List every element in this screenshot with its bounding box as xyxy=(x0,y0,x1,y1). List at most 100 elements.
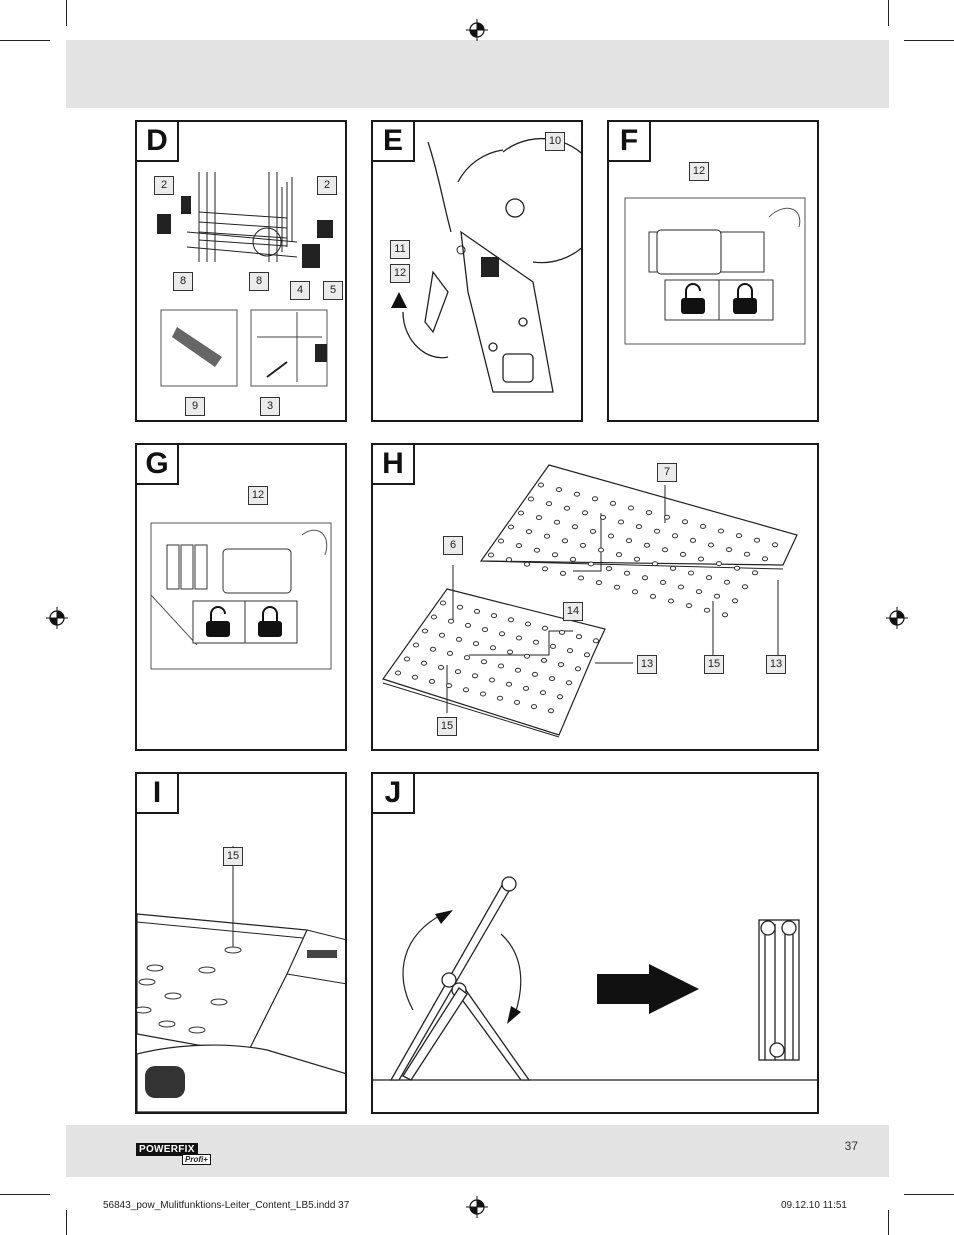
logo-sub-text: Profi+ xyxy=(182,1154,211,1165)
callout-label: 15 xyxy=(223,847,243,866)
perforation-hole xyxy=(653,528,661,534)
callout-label: 14 xyxy=(563,602,583,621)
panel-letter: F xyxy=(609,122,651,162)
powerfix-logo: POWERFIX Profi+ xyxy=(136,1143,214,1165)
perforation-hole xyxy=(164,992,182,1000)
callout-label: 8 xyxy=(173,272,193,291)
perforation-hole xyxy=(591,496,599,502)
perforation-hole xyxy=(545,501,553,507)
perforation-hole xyxy=(579,542,587,548)
perforation-hole xyxy=(705,575,713,581)
perforation-hole xyxy=(609,500,617,506)
perforation-hole xyxy=(717,528,725,534)
perforation-hole xyxy=(530,704,538,710)
platform-closeup-illustration xyxy=(137,846,345,1112)
crop-mark xyxy=(66,0,67,26)
perforation-hole xyxy=(481,627,489,633)
perforation-hole xyxy=(595,580,603,586)
perforation-hole xyxy=(715,561,723,567)
perforation-hole xyxy=(605,566,613,572)
perforation-hole xyxy=(394,670,402,676)
date-time: 09.12.10 11:51 xyxy=(781,1200,847,1211)
perforation-hole xyxy=(513,699,521,705)
perforation-hole xyxy=(592,638,600,644)
footer-band xyxy=(66,1125,889,1177)
perforation-hole xyxy=(771,542,779,548)
perforation-hole xyxy=(551,552,559,558)
perforation-hole xyxy=(741,584,749,590)
callout-label: 4 xyxy=(290,281,310,300)
perforation-hole xyxy=(138,978,156,986)
panel-f: F 12 xyxy=(607,120,819,422)
crop-mark xyxy=(904,40,954,41)
perforation-hole xyxy=(430,614,438,620)
panel-j: J xyxy=(371,772,819,1114)
perforation-hole xyxy=(659,579,667,585)
panel-e: E 10 11 12 xyxy=(371,120,583,422)
perforation-hole xyxy=(533,547,541,553)
perforation-hole xyxy=(589,528,597,534)
callout-label: 3 xyxy=(260,397,280,416)
perforation-hole xyxy=(421,628,429,634)
perforation-hole xyxy=(496,695,504,701)
crop-mark xyxy=(888,1210,889,1235)
perforation-hole xyxy=(523,653,531,659)
perforation-hole xyxy=(535,515,543,521)
perforation-hole xyxy=(479,691,487,697)
callout-label: 15 xyxy=(704,655,724,674)
perforation-hole xyxy=(507,617,515,623)
panel-i: I 15 xyxy=(135,772,347,1114)
perforation-hole xyxy=(635,524,643,530)
perforation-hole xyxy=(583,652,591,658)
perforation-hole xyxy=(439,600,447,606)
locked-padlock-icon xyxy=(733,283,757,314)
perforation-hole xyxy=(505,681,513,687)
perforation-hole xyxy=(573,491,581,497)
registration-mark-icon xyxy=(46,607,68,629)
crop-mark xyxy=(0,40,50,41)
perforation-hole xyxy=(507,524,515,530)
platform-illustration xyxy=(382,464,798,738)
callout-label: 13 xyxy=(766,655,786,674)
perforation-hole xyxy=(751,570,759,576)
perforation-hole xyxy=(462,687,470,693)
perforation-hole xyxy=(671,533,679,539)
perforation-hole xyxy=(497,663,505,669)
panel-letter: E xyxy=(373,122,415,162)
unlocked-padlock-icon xyxy=(681,283,705,314)
perforation-hole xyxy=(463,655,471,661)
perforation-hole xyxy=(667,598,675,604)
perforation-hole xyxy=(541,625,549,631)
perforation-hole xyxy=(575,634,583,640)
panel-letter: I xyxy=(137,774,179,814)
perforation-hole xyxy=(506,649,514,655)
panel-letter: G xyxy=(137,445,179,485)
perforation-hole xyxy=(599,514,607,520)
callout-label: 10 xyxy=(545,132,565,151)
perforation-hole xyxy=(697,556,705,562)
perforation-hole xyxy=(679,551,687,557)
perforation-hole xyxy=(515,635,523,641)
perforation-hole xyxy=(455,636,463,642)
perforation-hole xyxy=(743,551,751,557)
perforation-hole xyxy=(480,659,488,665)
perforation-hole xyxy=(761,556,769,562)
perforation-hole xyxy=(641,575,649,581)
perforation-hole xyxy=(540,657,548,663)
perforation-hole xyxy=(685,603,693,609)
crop-mark xyxy=(0,1194,50,1195)
perforation-hole xyxy=(514,667,522,673)
perforation-hole xyxy=(548,676,556,682)
perforation-hole xyxy=(607,533,615,539)
perforation-hole xyxy=(523,561,531,567)
perforation-hole xyxy=(412,642,420,648)
registration-mark-icon xyxy=(466,19,488,41)
perforation-hole xyxy=(561,538,569,544)
perforation-hole xyxy=(557,662,565,668)
perforation-hole xyxy=(549,643,557,649)
perforation-hole xyxy=(438,632,446,638)
page-number: 37 xyxy=(844,1139,858,1153)
perforation-hole xyxy=(649,593,657,599)
panel-g: G 12 xyxy=(135,443,347,751)
perforation-hole xyxy=(429,646,437,652)
